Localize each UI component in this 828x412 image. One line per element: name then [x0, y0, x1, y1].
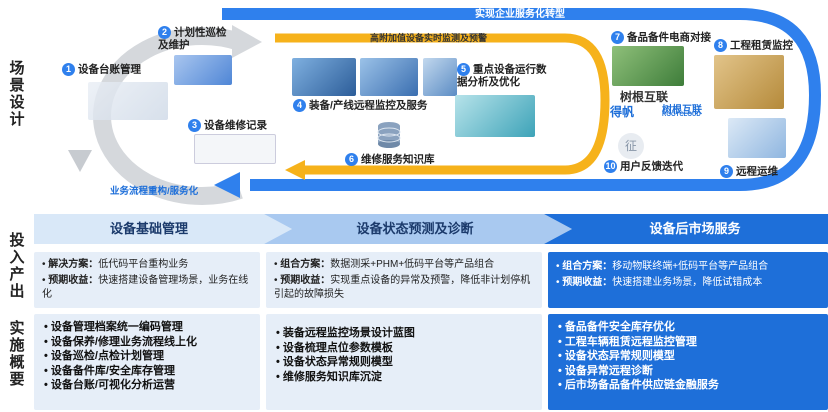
blue-u-arrow [222, 8, 822, 191]
io-panel-3: • 组合方案：移动物联终端+低码平台等产品组合 • 预期收益：快速搭建业务场景，… [548, 252, 828, 308]
analysis-image [455, 95, 535, 137]
phase-header-2-bg [264, 214, 572, 244]
io-1-return: • 预期收益：快速搭建设备管理场景，业务在线化 [42, 275, 249, 300]
defan-logo: 得帆 [610, 103, 634, 120]
database-icon [377, 122, 401, 148]
blue-arrowhead [214, 172, 240, 198]
impl-panel-1: 设备管理档案统一编码管理 设备保养/修理业务流程线上化 设备巡检/点检计划管理 … [34, 314, 260, 410]
phase-header-1-bg [34, 214, 292, 244]
ledger-sketch-image [88, 82, 168, 120]
plant-image-3 [423, 58, 457, 96]
impl-1-item: 设备备件库/安全库存管理 [44, 364, 250, 379]
impl-3-item: 工程车辆租赁远程监控管理 [558, 335, 818, 350]
impl-3-item: 备品备件安全库存优化 [558, 320, 818, 335]
side-label-impl: 实施概要 [9, 320, 25, 388]
impl-1-item: 设备管理档案统一编码管理 [44, 320, 250, 335]
phase-title-3: 设备后市场服务 [649, 221, 741, 236]
gray-arrowhead-bottom [68, 150, 92, 172]
io-3-solution: • 组合方案：移动物联终端+低码平台等产品组合 [556, 261, 769, 272]
impl-1-item: 设备巡检/点检计划管理 [44, 349, 250, 364]
impl-3-item: 设备异常远程诊断 [558, 364, 818, 379]
impl-2-item: 设备状态异常规则模型 [276, 355, 532, 370]
impl-panel-2: 装备远程监控场景设计蓝图 设备梳理点位参数模板 设备状态异常规则模型 维修服务知… [266, 314, 542, 410]
factory-image-1 [292, 58, 356, 96]
io-3-return: • 预期收益：快速搭建业务场景，降低试错成本 [556, 277, 763, 288]
impl-1-item: 设备台账/可视化分析运营 [44, 378, 250, 393]
rental-monitor-image [714, 55, 784, 109]
side-label-io: 投入产出 [9, 232, 25, 300]
repair-form-image [194, 134, 276, 164]
rootcloud-logo-1: 树根互联 [620, 90, 669, 104]
impl-1-item: 设备保养/修理业务流程线上化 [44, 335, 250, 350]
orange-banner-text: 高附加值设备实时监测及预警 [370, 33, 488, 43]
factory-image-2 [360, 58, 418, 96]
flow-arrows [68, 8, 822, 205]
top-banner-text: 实现企业服务化转型 [475, 9, 565, 20]
io-2-solution: • 组合方案：数据测采+PHM+低码平台等产品组合 [274, 259, 495, 270]
phase-header-3-bg [544, 214, 828, 244]
impl-3-item: 后市场备品备件供应链金融服务 [558, 378, 818, 393]
ecommerce-image [612, 46, 684, 86]
gray-arrowhead-top [232, 25, 262, 58]
feedback-seal-icon: 征 [618, 133, 644, 159]
io-2-return: • 预期收益：实现重点设备的异常及预警，降低非计划停机引起的故障损失 [274, 275, 531, 300]
phase-title-2: 设备状态预测及诊断 [356, 221, 474, 236]
left-arrow-text: 业务流程重构/服务化 [110, 186, 199, 197]
impl-2-item: 设备梳理点位参数模板 [276, 341, 532, 356]
side-label-scene: 场景设计 [9, 60, 25, 128]
rootcloud-logo-en: ROOTCLOUD [662, 112, 701, 118]
inspection-icons-image [174, 55, 232, 85]
phase-title-1: 设备基础管理 [109, 221, 188, 236]
impl-3-item: 设备状态异常规则模型 [558, 349, 818, 364]
impl-2-item: 维修服务知识库沉淀 [276, 370, 532, 385]
phase-header-arrows [34, 214, 828, 244]
defan-logo-text: 得帆 [610, 105, 635, 119]
io-panel-1: • 解决方案：低代码平台重构业务 • 预期收益：快速搭建设备管理场景，业务在线化 [34, 252, 260, 308]
io-1-solution: • 解决方案：低代码平台重构业务 [42, 259, 189, 270]
io-panel-2: • 组合方案：数据测采+PHM+低码平台等产品组合 • 预期收益：实现重点设备的… [266, 252, 542, 308]
rootcloud-logo-2: 树根互联 [662, 105, 702, 116]
orange-u-arrow [275, 33, 610, 175]
impl-panel-3: 备品备件安全库存优化 工程车辆租赁远程监控管理 设备状态异常规则模型 设备异常远… [548, 314, 828, 410]
orange-arrowhead [285, 160, 305, 180]
impl-2-item: 装备远程监控场景设计蓝图 [276, 326, 532, 341]
remote-ops-image [728, 118, 786, 158]
